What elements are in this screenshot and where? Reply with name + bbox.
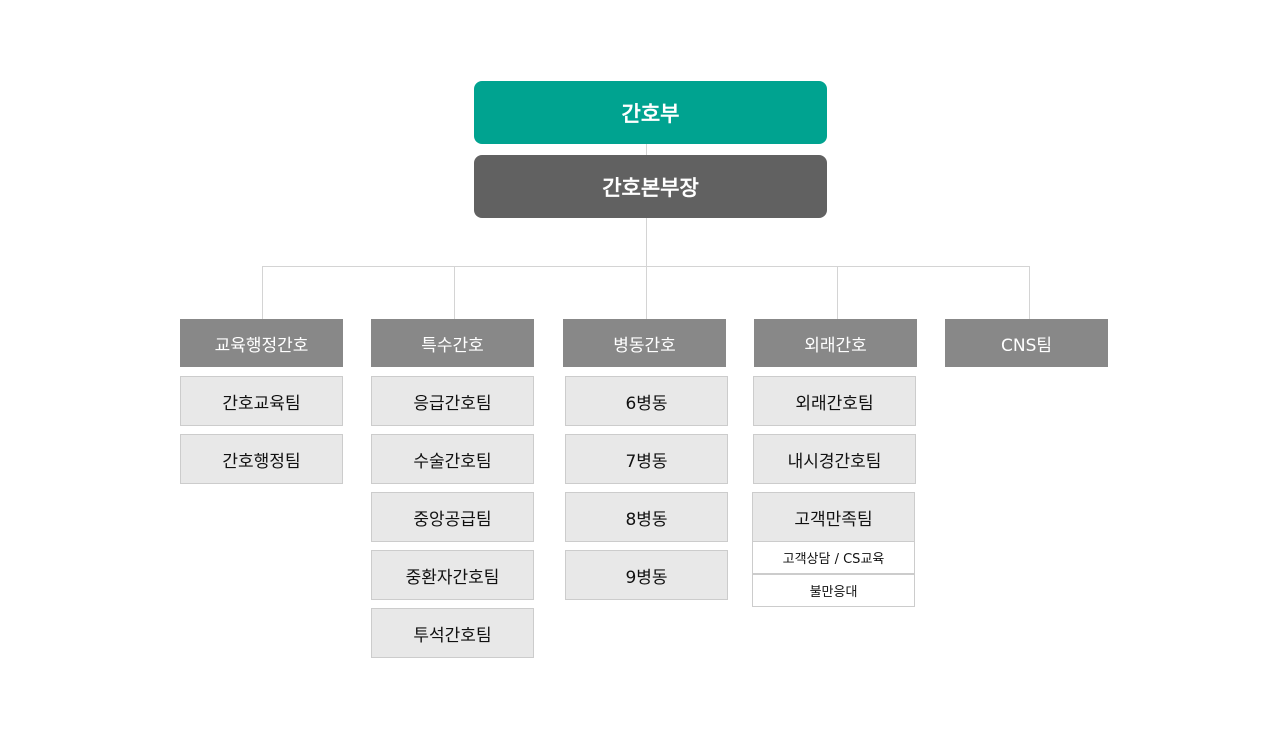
team-node: 중환자간호팀: [371, 550, 534, 600]
subitem-node: 고객상담 / CS교육: [752, 541, 915, 574]
dept-ward-nursing: 병동간호: [563, 319, 726, 367]
team-node: 간호교육팀: [180, 376, 343, 426]
team-node: 내시경간호팀: [753, 434, 916, 484]
dept-outpatient-nursing: 외래간호: [754, 319, 917, 367]
dept-special-nursing: 특수간호: [371, 319, 534, 367]
team-node: 6병동: [565, 376, 728, 426]
team-node: 고객만족팀: [752, 492, 915, 542]
team-node: 7병동: [565, 434, 728, 484]
connector-dept-5: [1029, 266, 1030, 319]
connector-root-to-head: [646, 144, 647, 155]
dept-cns-team: CNS팀: [945, 319, 1108, 367]
connector-dept-2: [454, 266, 455, 319]
team-node: 수술간호팀: [371, 434, 534, 484]
team-node: 8병동: [565, 492, 728, 542]
team-node: 응급간호팀: [371, 376, 534, 426]
connector-head-down: [646, 218, 647, 266]
team-node: 9병동: [565, 550, 728, 600]
connector-dept-4: [837, 266, 838, 319]
connector-dept-1: [262, 266, 263, 319]
team-node: 외래간호팀: [753, 376, 916, 426]
root-node-nursing-department: 간호부: [474, 81, 827, 144]
team-node: 중앙공급팀: [371, 492, 534, 542]
team-node: 간호행정팀: [180, 434, 343, 484]
dept-education-admin: 교육행정간호: [180, 319, 343, 367]
subitem-node: 불만응대: [752, 574, 915, 607]
head-node-nursing-director: 간호본부장: [474, 155, 827, 218]
connector-dept-3: [646, 266, 647, 319]
team-node: 투석간호팀: [371, 608, 534, 658]
